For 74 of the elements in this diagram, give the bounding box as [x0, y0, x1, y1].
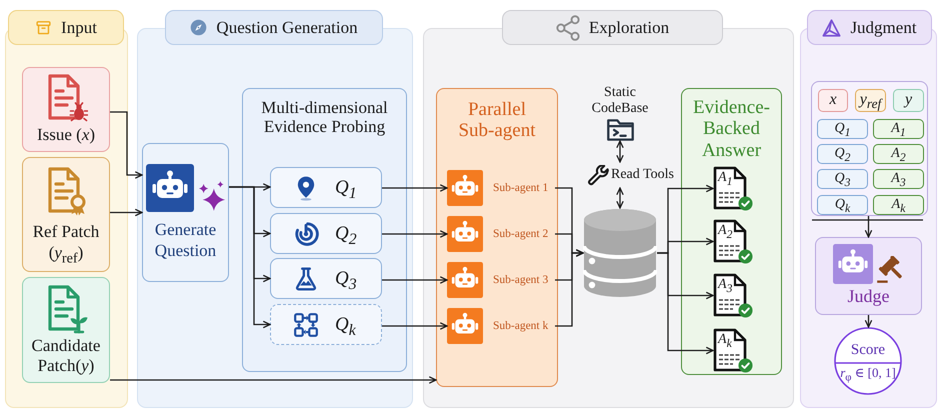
stage-title: Judgment	[850, 18, 917, 38]
agent-label: Sub-agent 1	[493, 182, 548, 194]
stage-panel	[800, 10, 937, 408]
agent-label: Sub-agent k	[493, 320, 548, 332]
answer-label: A$_{1}$	[718, 170, 732, 186]
answer-label: A$_{3}$	[718, 277, 732, 293]
arrow	[864, 216, 872, 238]
context-chip: y	[893, 89, 924, 112]
arrow	[555, 249, 584, 327]
context-chip: x	[818, 89, 848, 112]
answer-document	[713, 166, 753, 211]
panel-title: Multi-dimensional Evidence Probing	[260, 98, 389, 136]
context-chip: y$_{ref}$	[855, 89, 886, 112]
arrow	[382, 230, 448, 238]
context-chip: A$_{2}$	[873, 144, 924, 164]
tool-label: Static CodeBase	[590, 85, 650, 116]
agent-label: Sub-agent 2	[493, 228, 548, 240]
context-chip: A$_{1}$	[873, 119, 924, 139]
answer-document	[713, 273, 753, 318]
question-card	[270, 304, 382, 345]
stage-title: Input	[61, 18, 97, 38]
question-card	[270, 167, 382, 208]
judge-card	[815, 237, 922, 315]
card-label: Generate Question	[154, 220, 218, 261]
arrow	[110, 111, 143, 179]
answer-label: A$_{k}$	[718, 332, 732, 348]
input-card	[22, 157, 110, 272]
arrow	[657, 252, 714, 354]
stage-panel	[137, 10, 413, 408]
card-label: Judge	[848, 286, 890, 308]
answer-document	[713, 328, 753, 373]
input-card	[22, 277, 110, 383]
context-chip: Q$_{2}$	[817, 144, 868, 164]
arrow	[864, 315, 872, 328]
question-label: Q$_{k}$	[335, 314, 356, 336]
answer-panel	[681, 88, 782, 375]
probing-panel	[242, 88, 407, 372]
stage-title: Exploration	[588, 18, 670, 38]
stage-panel	[423, 10, 794, 408]
card-label: Ref Patch (y$_{ref}$)	[32, 222, 100, 263]
input-card	[22, 67, 110, 152]
double-arrow	[616, 140, 624, 163]
question-label: Q$_{3}$	[335, 268, 357, 290]
question-label: Q$_{2}$	[335, 222, 357, 244]
agent-label: Sub-agent 3	[493, 274, 548, 286]
context-chip: A$_{k}$	[873, 195, 924, 215]
panel-title: Parallel Sub-agent	[457, 99, 537, 142]
stage-panel	[5, 10, 128, 408]
database-cylinder	[583, 208, 657, 298]
score-title: Score	[850, 342, 886, 359]
context-chip: Q$_{3}$	[817, 169, 868, 189]
context-panel	[811, 81, 928, 216]
card-label: Candidate Patch(y)	[30, 336, 102, 376]
arrow	[229, 186, 271, 328]
answer-document	[713, 219, 753, 264]
panel-title: Evidence-Backed Answer	[692, 97, 771, 161]
arrow	[382, 276, 448, 284]
context-chip: Q$_{1}$	[817, 119, 868, 139]
double-arrow	[616, 187, 624, 209]
arrow	[382, 322, 448, 330]
tool-label: Read Tools	[611, 167, 674, 183]
arrow	[110, 376, 437, 384]
arrow	[382, 184, 448, 192]
question-card	[270, 213, 382, 254]
question-card	[270, 258, 382, 299]
context-chip: Q$_{k}$	[817, 195, 868, 215]
question-label: Q$_{1}$	[335, 176, 357, 198]
context-chip: A$_{3}$	[873, 169, 924, 189]
answer-label: A$_{2}$	[718, 223, 732, 239]
subagent-panel	[436, 88, 558, 387]
stage-title: Question Generation	[216, 18, 358, 38]
card-label: Issue (x)	[36, 125, 96, 146]
generator-card	[142, 143, 229, 282]
arrow	[110, 208, 143, 216]
